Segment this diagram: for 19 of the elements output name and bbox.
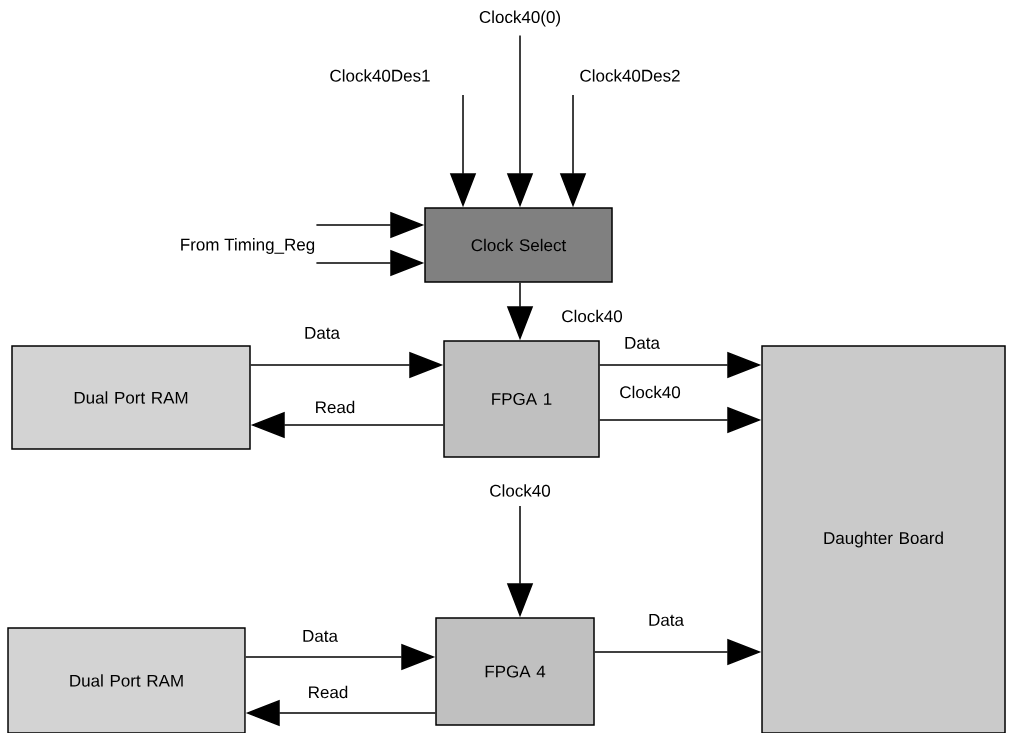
signal-label: Clock40Des1 (330, 69, 430, 82)
edge-label: Data (301, 629, 339, 643)
block-box: Dual Port RAM (11, 345, 251, 450)
signal-label: Clock40Des2 (580, 69, 680, 82)
block-box: FPGA 1 (443, 340, 600, 458)
edge-label: Data (647, 613, 685, 627)
edge-label: Data (623, 336, 661, 350)
edge-label: Read (313, 399, 357, 415)
edge-label: Clock40 (618, 384, 682, 400)
edge-label: Data (303, 326, 341, 340)
block-box: Clock Select (424, 207, 613, 283)
block-box: FPGA 4 (435, 617, 595, 726)
edge-label: Read (306, 684, 350, 700)
signal-label: Clock40(0) (479, 10, 561, 27)
signal-label: Clock40 (490, 484, 551, 497)
edge-label: Clock40 (560, 308, 624, 324)
block-box: Daughter Board (761, 345, 1006, 733)
block-box: Dual Port RAM (7, 627, 246, 733)
signal-label: From Timing_Reg (181, 238, 315, 254)
